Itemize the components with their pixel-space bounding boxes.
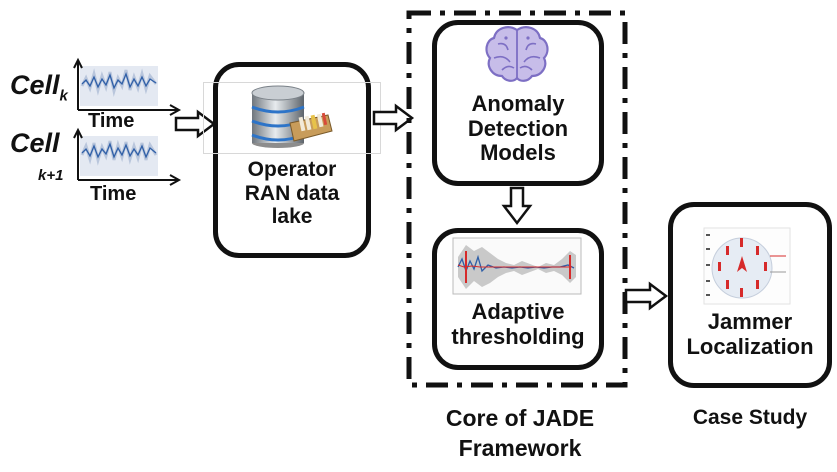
arrow-lake-to-core-icon [372,103,415,133]
core-caption: Core of JADE Framework [445,405,595,461]
arrow-threshold-to-case-icon [624,281,669,311]
data-lake-label: Operator RAN data lake [244,158,340,229]
database-server-icon [251,85,333,148]
jammer-localization-label: Jammer Localization [686,309,814,359]
jammer-map-icon [703,227,791,305]
cell-k1-plot [73,127,182,186]
cell-k-label: Cellk [10,70,68,105]
cell-k-plot [73,57,182,116]
cell-k-time-label: Time [88,110,135,132]
cell-k1-label: Cell [10,128,60,158]
brain-icon [485,26,549,82]
core-framework-frame [406,10,628,388]
adaptive-thresholding-label: Adaptive thresholding [451,299,585,349]
cell-k1-subscript: k+1 [38,167,64,184]
case-study-caption: Case Study [692,406,808,429]
arrow-inputs-to-lake-icon [174,109,217,139]
anomaly-detection-label: Anomaly Detection Models [467,91,569,166]
arrow-anomaly-to-threshold-icon [501,186,533,226]
cell-k1-time-label: Time [90,183,137,205]
threshold-plot [452,237,582,295]
cell-k-subscript: k [59,87,68,105]
